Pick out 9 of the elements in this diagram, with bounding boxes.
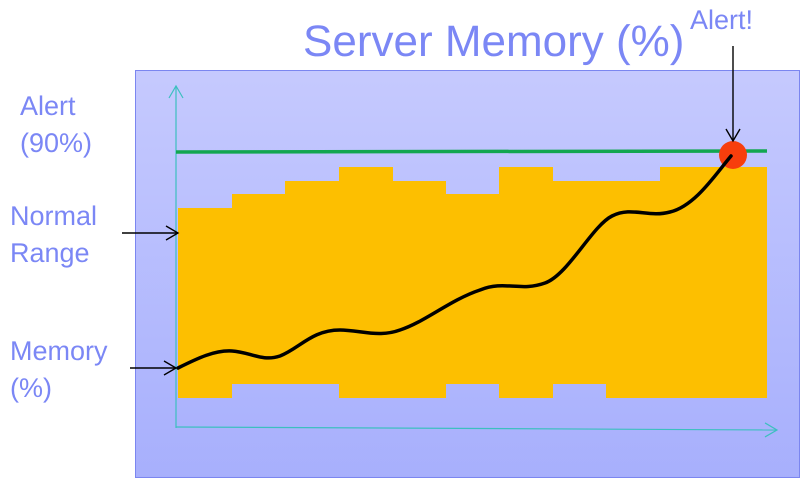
callout-text: Normal Range: [10, 198, 122, 272]
callout-text: Alert!: [690, 2, 770, 36]
threshold-label: Alert (90%): [20, 90, 94, 160]
callout-text: Memory (%): [10, 333, 130, 407]
memory-line: [176, 152, 734, 370]
leader-arrow: [725, 46, 741, 142]
title: Server Memory (%): [303, 16, 684, 68]
leader-arrow: [130, 360, 177, 376]
leader-arrow: [122, 225, 179, 241]
